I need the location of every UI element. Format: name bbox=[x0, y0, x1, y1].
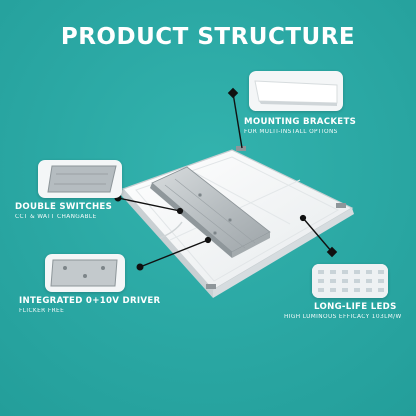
led-strip-image bbox=[312, 264, 388, 298]
power-cable bbox=[159, 221, 183, 239]
callout-mounting-label: MOUNTING BRACKETS bbox=[244, 117, 357, 127]
callout-leds-label: LONG-LIFE LEDS bbox=[314, 302, 397, 312]
pointer-mounting-dot bbox=[227, 87, 239, 99]
page-title: PRODUCT STRUCTURE bbox=[60, 24, 356, 50]
switch-box-image bbox=[47, 165, 117, 193]
bracket-image bbox=[254, 80, 338, 106]
driver-image bbox=[50, 259, 118, 287]
callout-driver-label: INTEGRATED 0+10V DRIVER bbox=[19, 296, 161, 306]
callout-switches-sub: CCT & WATT CHANGABLE bbox=[15, 214, 97, 220]
callout-switches: DOUBLE SWITCHES CCT & WATT CHANGABLE bbox=[15, 202, 112, 220]
mounting-bracket-marks bbox=[206, 146, 346, 289]
callout-mounting-sub: FOR MULTI-INSTALL OPTIONS bbox=[244, 129, 338, 135]
driver-housing bbox=[150, 166, 271, 258]
pointer-driver-dot bbox=[136, 263, 144, 271]
pointer-mounting-line bbox=[232, 92, 243, 149]
pointer-leds-line bbox=[302, 217, 333, 253]
callout-leds: LONG-LIFE LEDS HIGH LUMINOUS EFFICACY 10… bbox=[284, 302, 408, 320]
callout-leds-sub: HIGH LUMINOUS EFFICACY 103LM/W bbox=[284, 314, 402, 320]
leds-thumbnail bbox=[312, 264, 388, 298]
pointer-switches-line bbox=[117, 197, 181, 212]
switches-thumbnail bbox=[38, 160, 122, 198]
driver-thumbnail bbox=[45, 254, 125, 292]
mounting-bracket-thumbnail bbox=[249, 71, 343, 111]
pointer-driver-line bbox=[139, 239, 209, 268]
callout-switches-label: DOUBLE SWITCHES bbox=[15, 202, 113, 212]
callout-driver-sub: FLICKER FREE bbox=[19, 308, 65, 314]
callout-driver: INTEGRATED 0+10V DRIVER FLICKER FREE bbox=[19, 296, 160, 314]
pointer-leds-dot bbox=[299, 214, 307, 222]
callout-pointers bbox=[114, 87, 338, 271]
callout-mounting: MOUNTING BRACKETS FOR MULTI-INSTALL OPTI… bbox=[244, 117, 356, 135]
